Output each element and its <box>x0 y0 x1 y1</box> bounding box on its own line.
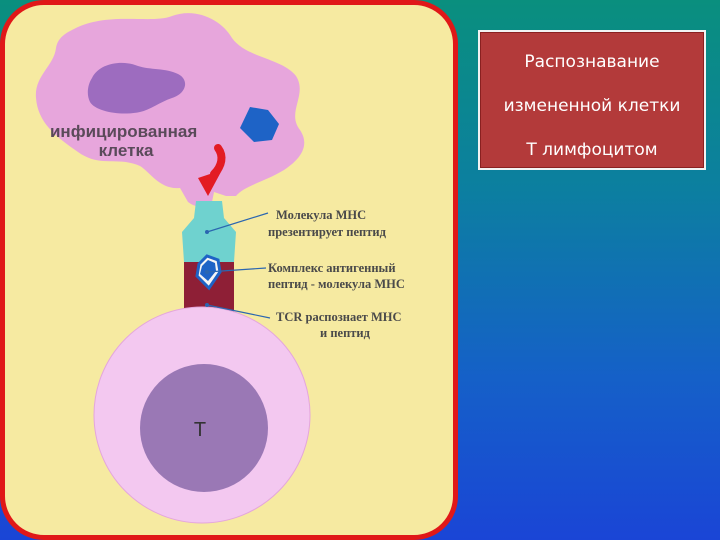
t-cell-label: Т <box>194 419 206 441</box>
callout-tcr: TCR распознает МНС и пептид <box>276 310 405 340</box>
arrow-head-icon <box>198 170 222 196</box>
infected-cell-nucleus <box>87 62 186 114</box>
title-line-3: Т лимфоцитом <box>526 140 658 160</box>
antigen-hexagon <box>240 107 279 142</box>
callout-complex: Комплекс антигенный пептид - молекула МН… <box>268 261 405 291</box>
title-box: Распознавание измененной клетки Т лимфоц… <box>478 30 706 170</box>
t-cell-nucleus <box>140 364 268 492</box>
infected-cell-label: инфицированная клетка <box>50 122 202 160</box>
diagram: Т инфицированная клетка Молекула МНС пре… <box>35 13 405 524</box>
title-line-2: измененной клетки <box>503 96 681 116</box>
callout-mhc: Молекула МНС презентирует пептид <box>268 208 387 239</box>
curved-arrow-icon <box>210 144 226 178</box>
title-line-1: Распознавание <box>524 52 660 72</box>
infected-cell <box>35 13 305 207</box>
